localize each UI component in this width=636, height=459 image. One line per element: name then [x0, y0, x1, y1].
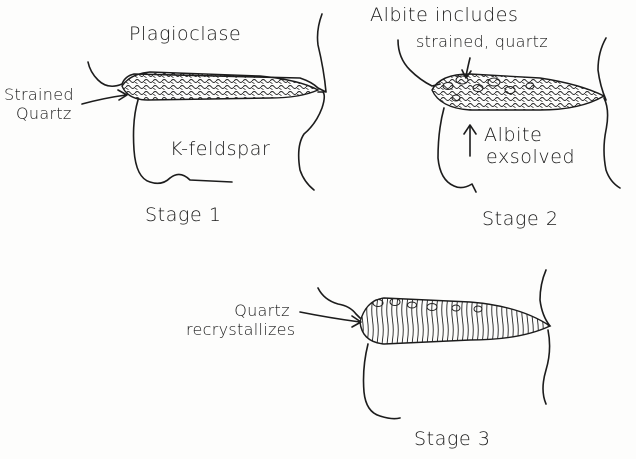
stage2-callout-line2: strained, quartz	[416, 34, 548, 51]
stage2-callout-line1: Albite includes	[370, 6, 519, 26]
stage3-quartz-label: Quartz	[214, 303, 310, 320]
stage1-title: Stage 1	[145, 206, 222, 226]
stage1-kfeldspar-label: K-feldspar	[170, 140, 270, 160]
stage2-title: Stage 2	[482, 210, 559, 230]
stage1-quartz-label: Quartz	[16, 106, 72, 123]
stage2-exsolution-line2: exsolved	[486, 148, 575, 168]
stage3-panel	[300, 270, 550, 419]
stage2-albite-lens	[432, 74, 604, 110]
stage1-plagioclase-label: Plagioclase	[129, 25, 241, 45]
stage3-title: Stage 3	[414, 430, 491, 450]
stage1-strained-quartz-lens	[122, 72, 318, 100]
stage1-strained-label: Strained	[4, 87, 74, 104]
stage2-exsolution-line1: Albite	[484, 126, 542, 146]
stage2-panel	[398, 38, 620, 192]
stage3-recrystallizes-label: recrystallizes	[186, 322, 295, 339]
